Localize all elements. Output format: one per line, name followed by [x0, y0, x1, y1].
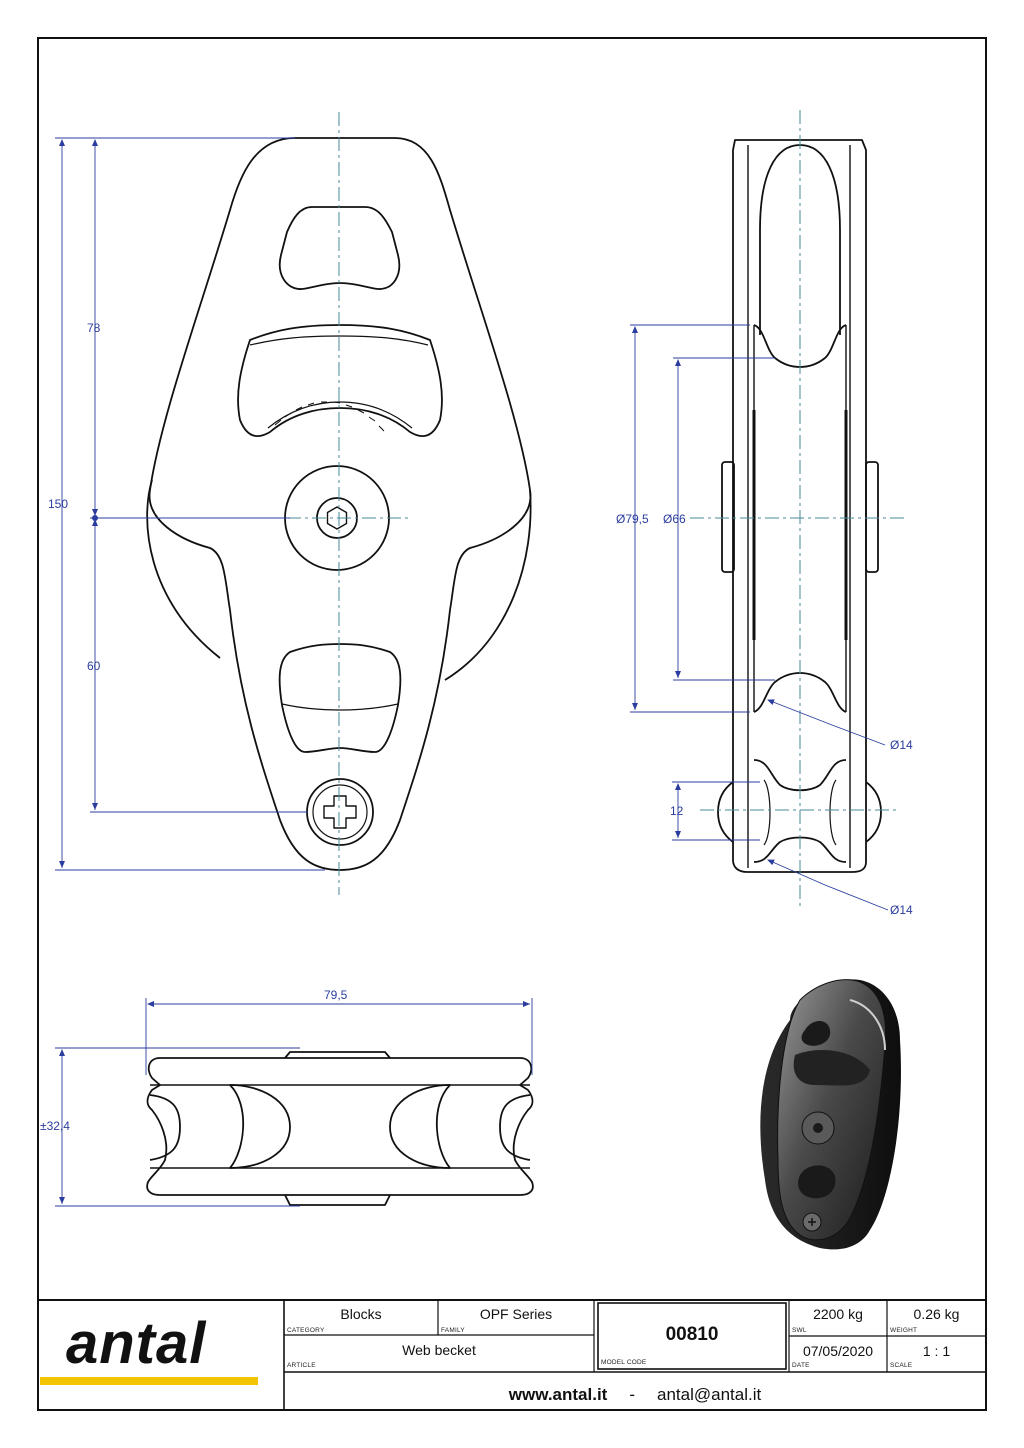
front-bearing-rollers	[274, 401, 385, 432]
front-axle-hex	[326, 506, 348, 530]
dim-upper: 78	[87, 321, 101, 335]
antal-logo: antal	[66, 1311, 207, 1376]
side-axle-hub-right	[865, 461, 879, 573]
contact-footer: www.antal.it - antal@antal.it	[284, 1380, 986, 1410]
side-becket-screw-left	[717, 781, 734, 843]
sheet-border	[37, 37, 987, 1411]
front-bearing-arc	[267, 401, 413, 429]
product-3d-render	[760, 979, 901, 1250]
side-outer-body	[732, 139, 867, 873]
front-becket-screw-outer	[306, 778, 374, 846]
bottom-outer-body	[146, 1057, 534, 1196]
title-block: antal Blocks CATEGORY OPF Series FAMILY …	[38, 1300, 986, 1410]
bottom-left-cheek	[229, 1084, 291, 1169]
swl-caption: SWL	[792, 1327, 807, 1334]
article-value: Web becket	[402, 1342, 476, 1358]
front-becket-screw-inner	[312, 784, 368, 840]
scale-value: 1 : 1	[922, 1343, 951, 1359]
side-view	[717, 139, 882, 873]
dim-groove-upper: Ø14	[890, 738, 913, 752]
swl-value: 2200 kg	[813, 1306, 863, 1322]
article-caption: ARTICLE	[287, 1362, 316, 1369]
front-upper-window-inner	[249, 335, 429, 346]
model-code-value: 00810	[665, 1324, 719, 1345]
dim-groove-lower: Ø14	[890, 903, 913, 917]
side-dimensions	[630, 324, 889, 911]
dim-lower: 60	[87, 659, 101, 673]
side-axle-hub	[721, 461, 735, 573]
title-block-grid	[38, 1299, 986, 1410]
dim-outer-diameter: Ø79,5	[616, 512, 649, 526]
email-link[interactable]: antal@antal.it	[657, 1385, 762, 1404]
model-code-caption: MODEL CODE	[601, 1359, 647, 1366]
front-lower-window	[278, 643, 402, 753]
bottom-right-groove	[499, 1094, 531, 1161]
bottom-axle-cap-top	[284, 1051, 391, 1059]
dim-inner-diameter: Ø66	[663, 512, 686, 526]
date-caption: DATE	[792, 1362, 810, 1369]
weight-value: 0.26 kg	[913, 1306, 960, 1322]
antal-logo-bar	[40, 1377, 258, 1385]
front-centerlines	[262, 112, 412, 895]
bottom-left-groove	[149, 1094, 181, 1161]
date-value: 07/05/2020	[802, 1343, 874, 1359]
front-cheek-plate	[148, 137, 532, 871]
bottom-view	[146, 1051, 534, 1206]
front-view	[146, 137, 532, 871]
bottom-right-cheek	[389, 1084, 451, 1169]
dim-becket: 12	[670, 804, 684, 818]
website-link[interactable]: www.antal.it	[508, 1385, 608, 1404]
front-sheave-outline	[146, 479, 532, 681]
weight-caption: WEIGHT	[890, 1327, 918, 1334]
front-upper-window	[237, 324, 443, 438]
front-becket-screw-cross	[323, 795, 357, 829]
side-centerlines	[690, 110, 905, 910]
front-top-window	[278, 206, 401, 290]
front-lower-window-inner	[281, 703, 399, 711]
front-dim-center-dot	[92, 515, 98, 521]
bottom-axle-cap-bottom	[284, 1194, 391, 1206]
dim-thickness: ±32,4	[40, 1119, 70, 1133]
category-caption: CATEGORY	[287, 1327, 325, 1334]
dim-overall-height: 150	[48, 497, 68, 511]
side-becket-screw-right	[865, 781, 882, 843]
contact-separator: -	[629, 1385, 635, 1404]
category-value: Blocks	[340, 1306, 382, 1322]
front-dimensions	[55, 137, 325, 871]
family-value: OPF Series	[479, 1306, 553, 1322]
dim-width: 79,5	[324, 988, 348, 1002]
bottom-dimensions	[55, 998, 533, 1207]
scale-caption: SCALE	[890, 1362, 913, 1369]
family-caption: FAMILY	[441, 1327, 465, 1334]
